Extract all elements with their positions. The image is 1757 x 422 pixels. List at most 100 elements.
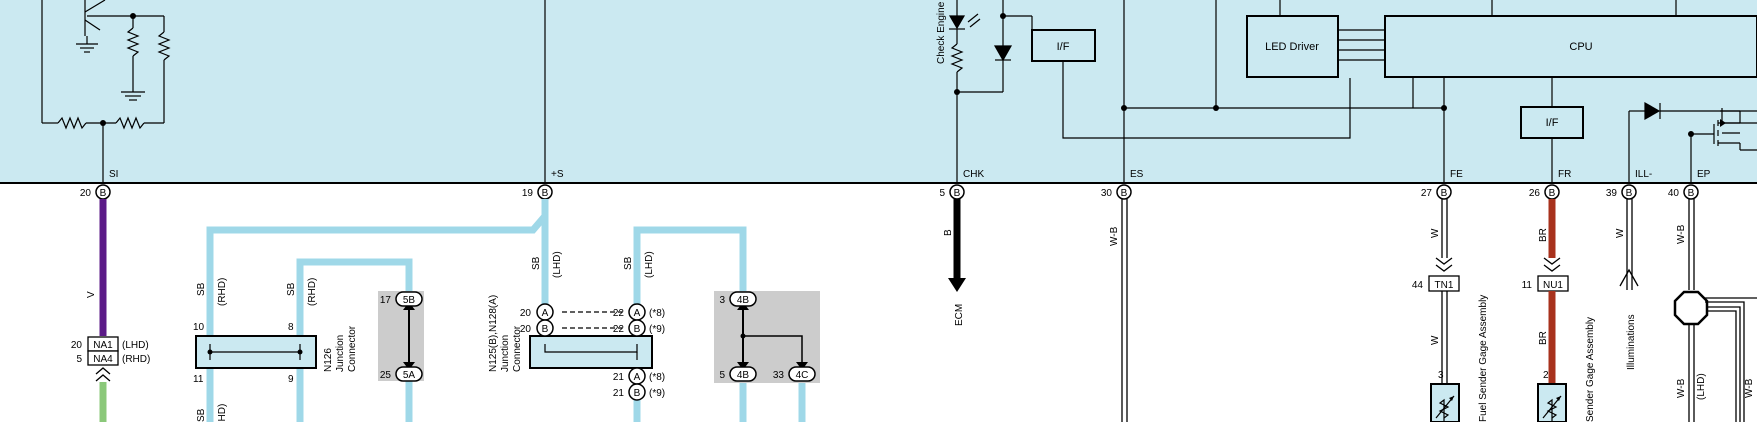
chevron-icon xyxy=(95,367,111,375)
pin-number: 39 xyxy=(1606,188,1618,199)
cpu-block xyxy=(1384,15,1757,78)
tn1-box xyxy=(1428,275,1460,292)
fuel-sender-gage-body xyxy=(1430,383,1460,422)
pin-5a-name: 5A xyxy=(403,370,416,381)
pin-number: 20 xyxy=(80,188,92,199)
sb-wire-label: SB xyxy=(623,256,634,270)
pin-label: FR xyxy=(1558,169,1571,180)
pin-num: 20 xyxy=(520,308,532,319)
pin-4b-name: 4B xyxy=(737,370,750,381)
cpu-label: CPU xyxy=(1569,41,1592,53)
pin-name: B xyxy=(542,324,549,335)
bias-network xyxy=(41,0,171,183)
junction-dot xyxy=(130,13,136,19)
pin-marker xyxy=(1436,184,1452,200)
ecu-pin-ill: ILL-B39 xyxy=(1606,169,1652,200)
pin-label: EP xyxy=(1697,169,1711,180)
n125-bus xyxy=(544,344,638,353)
link-line xyxy=(743,335,803,366)
rhd-note: (RHD) xyxy=(217,404,228,422)
led-driver-block xyxy=(1246,15,1339,78)
junction-dot xyxy=(1121,105,1127,111)
n125-n128-junction-connector: A 20 B 20 22 A (*8) 22 B (*9) 21 A (*8) … xyxy=(488,295,665,401)
fr-wiring xyxy=(1537,199,1569,422)
pin-oval-4b xyxy=(729,291,757,307)
na1-name: NA1 xyxy=(93,340,113,351)
pin-num: 21 xyxy=(613,372,625,383)
n125-type: Junction xyxy=(500,335,511,372)
sb-wire-label: SB xyxy=(531,256,542,270)
pin-label: CHK xyxy=(963,169,984,180)
pin-marker-letter: B xyxy=(542,188,549,199)
fe-wire-color: W xyxy=(1430,335,1441,345)
plus-s-sb-wiring xyxy=(206,199,806,422)
pin-marker xyxy=(1621,184,1637,200)
pin-name: B xyxy=(634,388,641,399)
illuminations-label: Illuminations xyxy=(1626,314,1637,370)
pin-oval-b xyxy=(628,319,646,337)
pin-4b-num: 3 xyxy=(719,295,725,306)
junction-dot xyxy=(1000,13,1006,19)
variant-note: (*9) xyxy=(649,388,665,399)
nu1-name: NU1 xyxy=(1543,280,1563,291)
pin-name: A xyxy=(634,372,641,383)
arrow-down-icon xyxy=(737,362,749,370)
tn1-pin: 44 xyxy=(1412,280,1424,291)
na1-note: (LHD) xyxy=(122,340,149,351)
pin-oval-b xyxy=(628,383,646,401)
n126-pin-10: 10 xyxy=(193,322,205,333)
transistor-arrow xyxy=(1720,119,1726,127)
nu1-pin: 11 xyxy=(1522,280,1533,291)
sender-gage-label: Sender Gage Assembly xyxy=(1585,317,1596,422)
pin-name: B xyxy=(634,324,641,335)
pin-number: 40 xyxy=(1668,188,1680,199)
ep-wire-color: W-B xyxy=(1676,224,1687,244)
es-wire-color: W-B xyxy=(1109,226,1120,246)
combination-meter-block: Check Engine I/F LED Driver CPU xyxy=(0,0,1757,184)
pin-oval-b xyxy=(536,319,554,337)
pin-number: 30 xyxy=(1101,188,1113,199)
if-left-label: I/F xyxy=(1057,41,1070,53)
pin-marker xyxy=(1683,184,1699,200)
tn1-name: TN1 xyxy=(1435,280,1454,291)
pin-4c-num: 33 xyxy=(773,370,785,381)
rhd-note: (RHD) xyxy=(217,278,228,306)
arrow-down-icon xyxy=(796,362,808,370)
variant-note: (*9) xyxy=(649,324,665,335)
splice-octagon-icon xyxy=(1673,290,1709,326)
pin-label: ES xyxy=(1130,169,1144,180)
n126-type: Junction xyxy=(335,335,346,372)
n126-bus xyxy=(209,344,301,353)
chevron-icon xyxy=(1435,257,1453,265)
chevron-up-icon xyxy=(1619,268,1639,287)
ecu-pins: SIB20+SB19CHKB5ESB30FEB27FRB26ILL-B39EPB… xyxy=(80,169,1711,200)
pin-label: FE xyxy=(1450,169,1463,180)
check-engine-label: Check Engine xyxy=(936,1,947,64)
junction-dot xyxy=(100,120,106,126)
n126-name: N126 xyxy=(323,348,334,372)
ep-lhd-note: (LHD) xyxy=(1696,373,1707,400)
fuel-sender-label: Fuel Sender Gage Assembly xyxy=(1478,295,1489,422)
pin-num: 22 xyxy=(613,308,625,319)
na1-pin: 20 xyxy=(71,340,83,351)
pin-marker-letter: B xyxy=(100,188,107,199)
na4-note: (RHD) xyxy=(122,354,150,365)
pin-name: A xyxy=(634,308,641,319)
pin-name: A xyxy=(542,308,549,319)
ill-wire-color: W xyxy=(1615,228,1626,238)
na4-pin: 5 xyxy=(76,354,82,365)
junction-4b-4c: 4B 3 4B 5 4C 33 xyxy=(714,291,820,383)
pin-5a-num: 25 xyxy=(380,370,392,381)
pin-num: 22 xyxy=(613,324,625,335)
chevron-icon xyxy=(1435,264,1453,272)
ep-transistor xyxy=(1690,108,1757,183)
pin-label: +S xyxy=(551,169,564,180)
sb-wire-label: SB xyxy=(196,282,207,296)
arrow-down-icon xyxy=(948,278,966,292)
ill-diode xyxy=(1628,101,1722,183)
rhd-note: (RHD) xyxy=(307,278,318,306)
